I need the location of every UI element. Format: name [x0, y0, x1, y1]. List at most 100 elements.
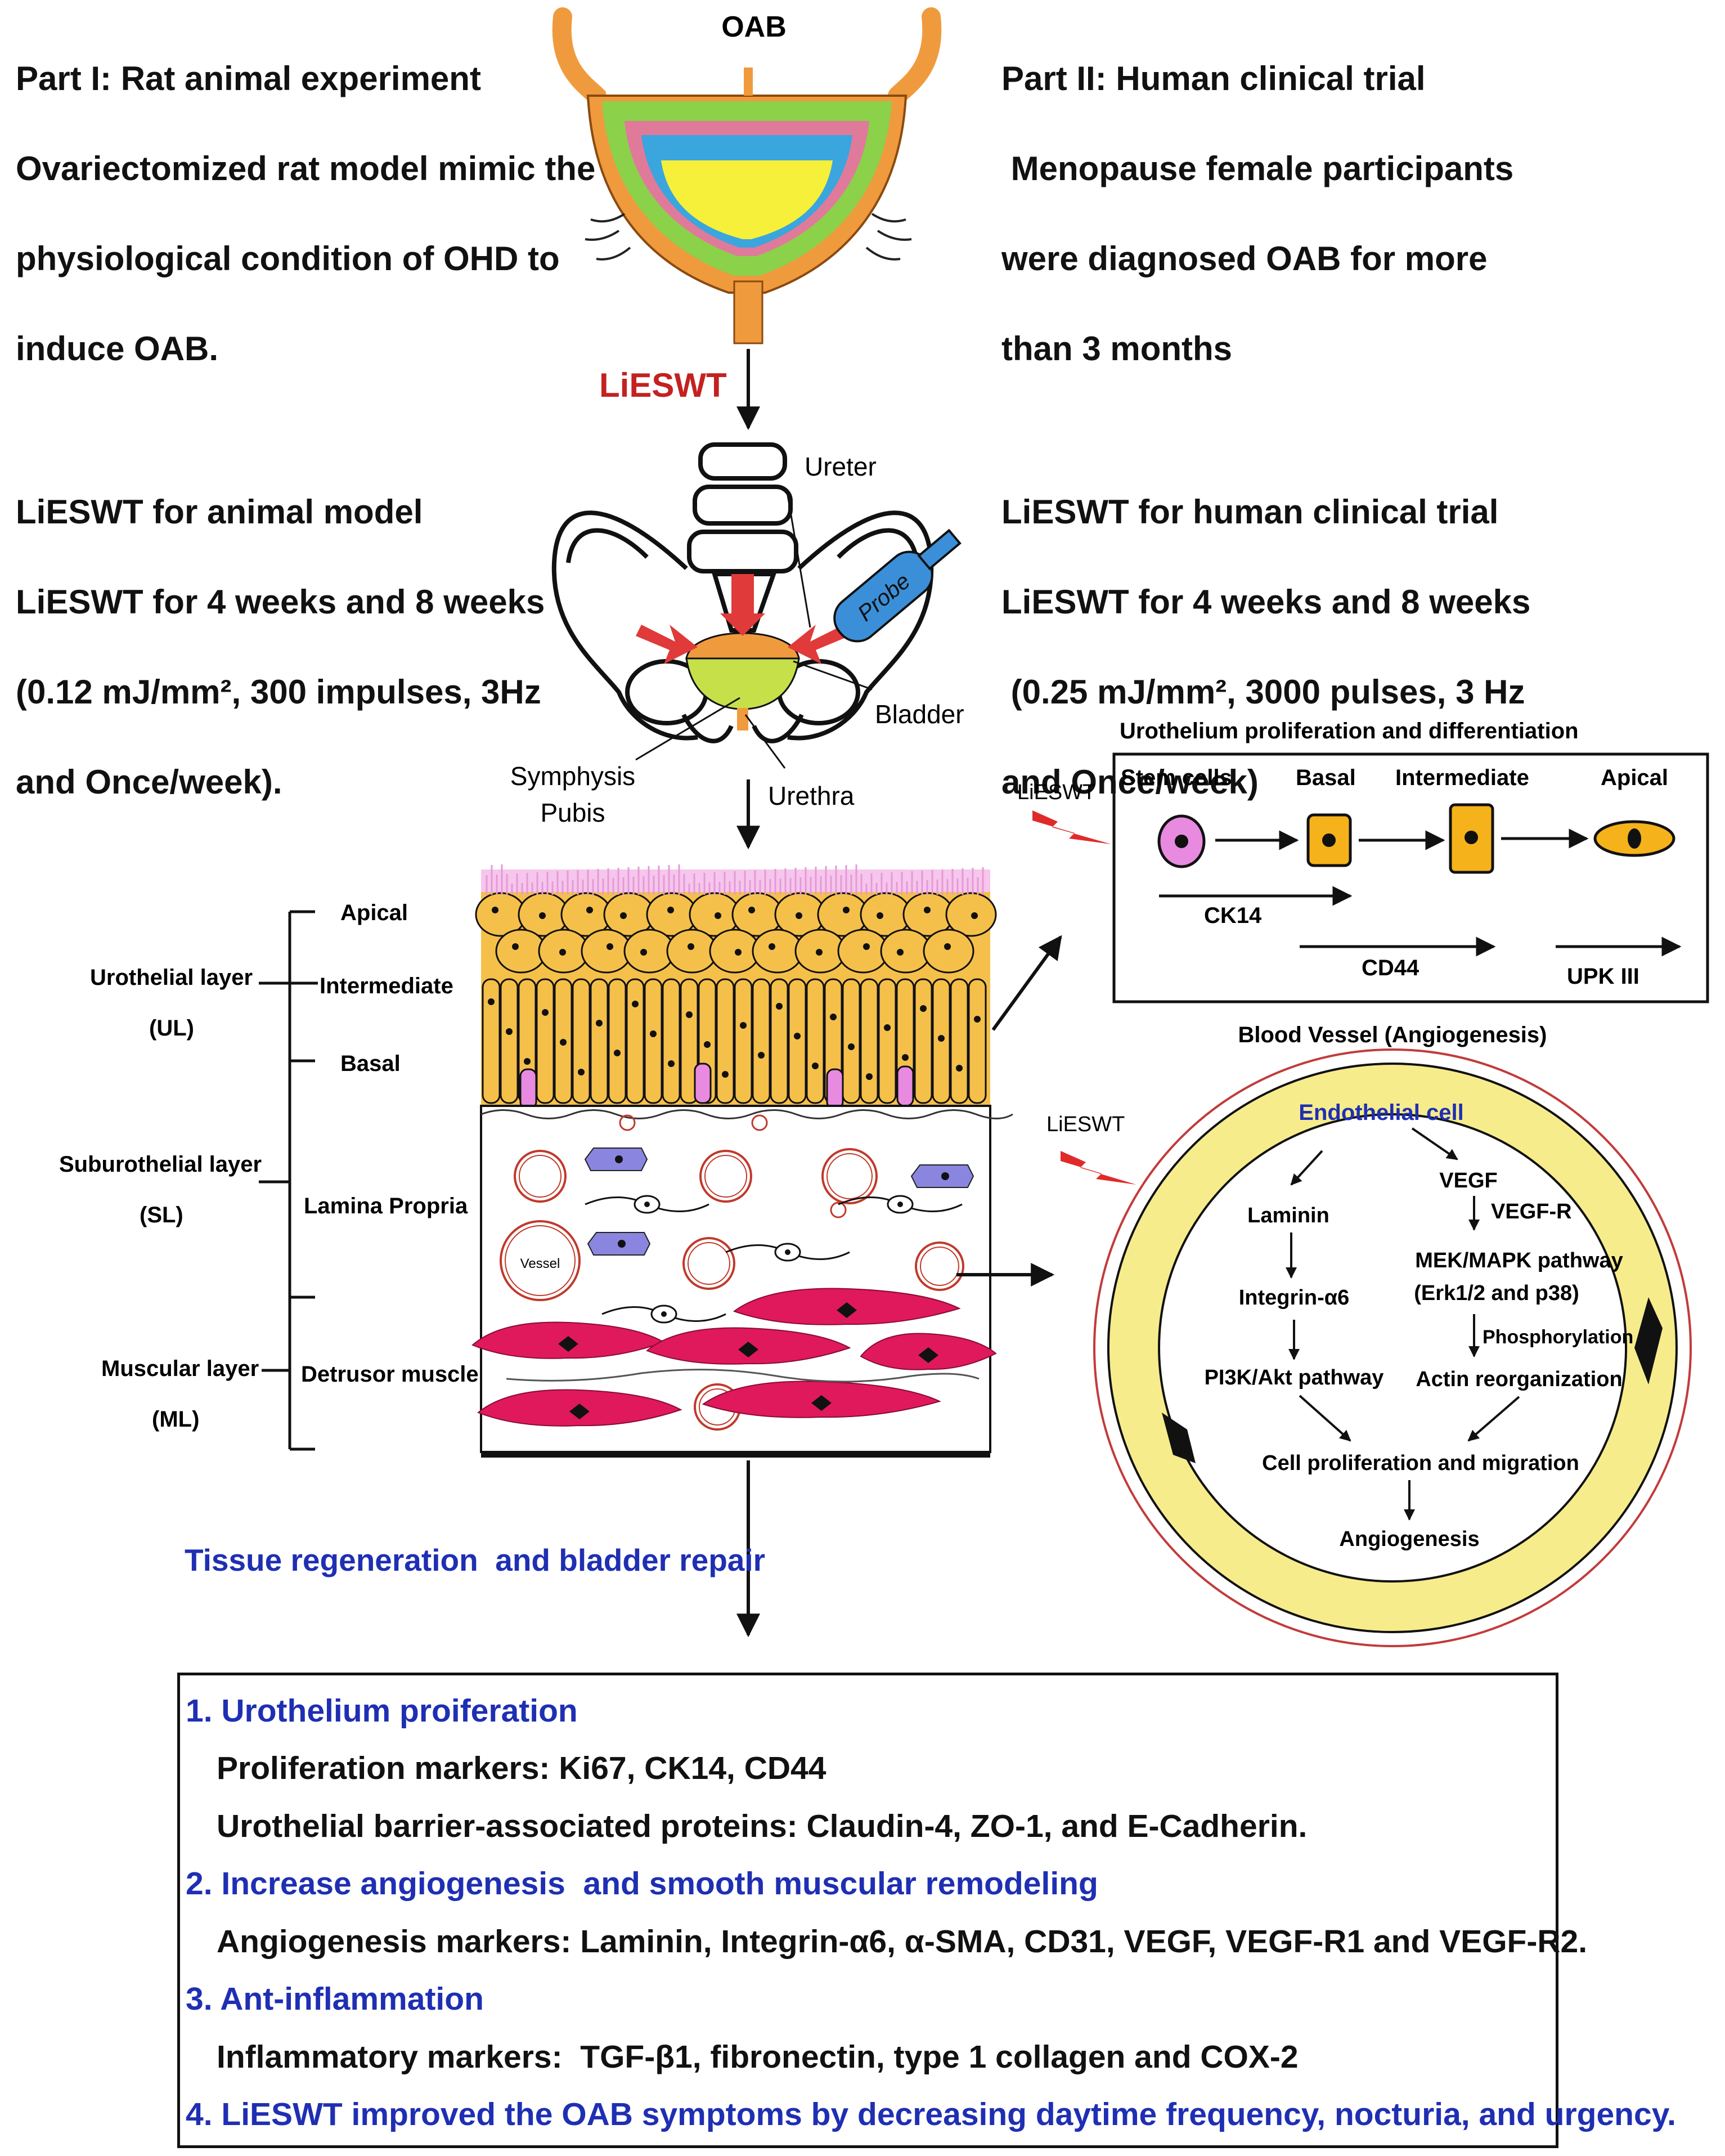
- shockwave-arrow: [636, 625, 698, 664]
- part1-line: Part I: Rat animal experiment: [16, 60, 481, 97]
- apical-cells: [475, 892, 997, 974]
- laminin-label: Laminin: [1247, 1204, 1329, 1227]
- detrusor-cells: [471, 1288, 997, 1427]
- cell-nucleus: [661, 1311, 667, 1317]
- basal-cell: [914, 978, 933, 1104]
- cell-nucleus: [715, 912, 721, 919]
- link-arrow: [991, 935, 1062, 1031]
- cell-nucleus: [918, 1347, 938, 1363]
- small-capillary: [619, 1114, 636, 1131]
- marker-cd44: CD44: [1362, 956, 1419, 980]
- shockwave-arrow: [788, 625, 850, 664]
- capillary: [699, 1150, 752, 1203]
- cell-nucleus: [488, 998, 495, 1005]
- cell-nucleus: [884, 1024, 891, 1031]
- small-capillary: [830, 1202, 847, 1218]
- stem-cell: [826, 1068, 844, 1110]
- cell-nucleus: [920, 1005, 927, 1012]
- cell-nucleus: [614, 1050, 621, 1056]
- human-protocol-line: and Once/week): [1001, 763, 1259, 801]
- capillary-lumen: [505, 1225, 576, 1296]
- basal-cell: [950, 978, 969, 1104]
- phospho-label: Phosphorylation: [1483, 1326, 1633, 1348]
- basal-cell: [626, 978, 645, 1104]
- angiogenesis-label: Angiogenesis: [1339, 1527, 1479, 1551]
- urethra-shape: [737, 708, 748, 730]
- shockwave-arrow: [720, 574, 765, 636]
- apical-label: Apical: [340, 900, 408, 925]
- animal-protocol-line: and Once/week).: [16, 763, 282, 801]
- human-protocol-line: LiESWT for 4 weeks and 8 weeks: [1001, 583, 1531, 621]
- pubis-label: Pubis: [540, 798, 605, 827]
- cell-nucleus: [897, 949, 904, 956]
- capillary: [915, 1241, 964, 1291]
- cell-nucleus: [971, 912, 978, 919]
- cell-nucleus: [941, 1172, 949, 1180]
- lieswt-label: LiESWT: [599, 366, 727, 404]
- cell-nucleus: [632, 1001, 639, 1007]
- basal-cell: [860, 978, 879, 1104]
- urethra-leader: [744, 714, 786, 769]
- cell-nucleus: [848, 1043, 855, 1050]
- summary-heading-4: 4. LiESWT improved the OAB symptoms by d…: [186, 2096, 1676, 2132]
- small-capillary: [751, 1114, 768, 1131]
- cell-nucleus: [722, 1071, 729, 1078]
- basal-cell: [878, 978, 897, 1104]
- part2-line: Menopause female participants: [1001, 150, 1514, 187]
- lamina-propria-label: Lamina Propria: [304, 1194, 468, 1218]
- animal-protocol-line: LiESWT for 4 weeks and 8 weeks: [16, 583, 545, 621]
- basal-cell: [968, 978, 987, 1104]
- cell-nucleus: [735, 949, 742, 956]
- part2-line: were diagnosed OAB for more: [1001, 240, 1488, 277]
- cell-nucleus: [559, 949, 566, 956]
- bladder-top: [685, 632, 800, 660]
- cell-nucleus: [542, 1009, 549, 1016]
- pi3k-label: PI3K/Akt pathway: [1205, 1366, 1384, 1389]
- ml-label: (ML): [152, 1407, 199, 1432]
- cell-nucleus: [539, 912, 546, 919]
- cell-nucleus: [738, 1342, 758, 1357]
- cell-nucleus: [794, 1033, 801, 1039]
- stage-stem-cells: Stem cells: [1121, 765, 1232, 790]
- cell-nucleus: [558, 1336, 578, 1352]
- urothelium-panel-title: Urothelium proliferation and differentia…: [1120, 719, 1579, 743]
- cell-nucleus: [812, 1063, 819, 1069]
- endothelial-cell-label: Endothelial cell: [1299, 1100, 1463, 1125]
- basal-cell: [590, 978, 609, 1104]
- basal-cell: [572, 978, 591, 1104]
- cell-nucleus: [607, 943, 613, 950]
- actin-label: Actin reorganization: [1416, 1368, 1622, 1391]
- human-protocol-text: LiESWT for human clinical trial LiESWT f…: [1001, 445, 1530, 850]
- summary-heading-2: 2. Increase angiogenesis and smooth musc…: [186, 1866, 1098, 1902]
- cell-nucleus: [944, 943, 951, 950]
- part1-line: physiological condition of OHD to: [16, 240, 560, 277]
- summary-heading-1: 1. Urothelium proiferation: [186, 1693, 578, 1729]
- basal-cell: [662, 978, 681, 1104]
- cell-nucleus: [938, 1035, 945, 1042]
- capillary: [514, 1150, 567, 1203]
- tissue-section: Vessel: [471, 869, 1013, 1458]
- capillary-lumen: [519, 1155, 561, 1198]
- symphysis-label: Symphysis: [510, 761, 635, 791]
- detrusor-muscle-label: Detrusor muscle: [301, 1362, 479, 1387]
- cell-nucleus: [615, 1155, 623, 1163]
- stage-basal: Basal: [1296, 765, 1356, 790]
- endothelial-nucleus: [1162, 1413, 1196, 1463]
- cell-nucleus: [843, 907, 850, 913]
- capillaries: [500, 1114, 974, 1431]
- basal-cell: [734, 978, 753, 1104]
- part1-line: induce OAB.: [16, 330, 219, 367]
- ureter-label: Ureter: [805, 452, 877, 481]
- mek-label: MEK/MAPK pathway: [1415, 1249, 1623, 1272]
- part2-line: than 3 months: [1001, 330, 1233, 367]
- cell-nucleus: [740, 1022, 747, 1029]
- cell-nucleus: [506, 1028, 513, 1035]
- cell-nucleus: [811, 1395, 832, 1411]
- animal-protocol-text: LiESWT for animal model LiESWT for 4 wee…: [16, 445, 545, 850]
- marker-upk3: UPK III: [1567, 964, 1639, 989]
- cell-nucleus: [974, 1016, 981, 1023]
- sl-label: (SL): [140, 1203, 183, 1227]
- cell-nucleus: [596, 1020, 603, 1027]
- collagen-fiber: [506, 1369, 980, 1383]
